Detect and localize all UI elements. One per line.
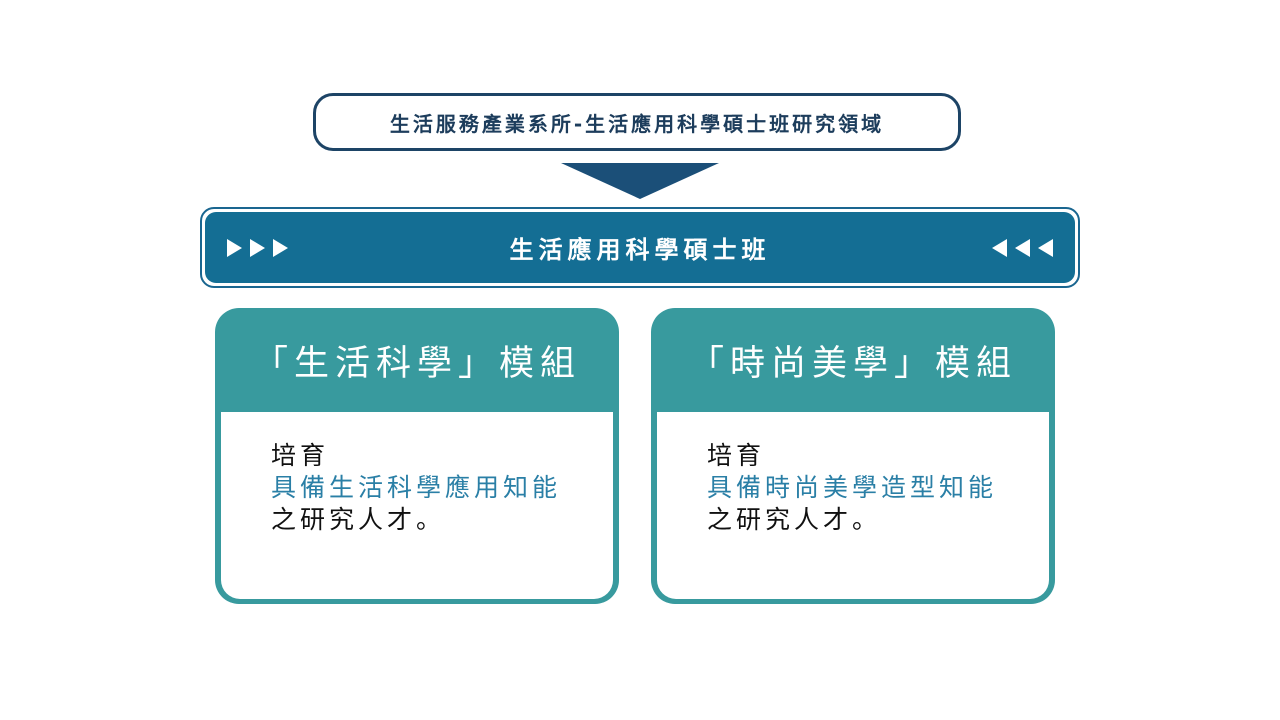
program-title: 生活應用科學碩士班	[509, 236, 771, 264]
description-line-1: 培育	[271, 441, 330, 470]
module-header: 「時尚美學」模組	[651, 308, 1055, 412]
research-field-title: 生活服務產業系所-生活應用科學碩士班研究領域	[389, 111, 885, 136]
module-fashion-aesthetics: 「時尚美學」模組 培育 具備時尚美學造型知能 之研究人才。	[651, 308, 1055, 604]
module-header: 「生活科學」模組	[215, 308, 619, 412]
module-life-science: 「生活科學」模組 培育 具備生活科學應用知能 之研究人才。	[215, 308, 619, 604]
description-line-3: 之研究人才。	[271, 505, 446, 534]
right-triangles-icon	[227, 238, 288, 257]
description-line-3: 之研究人才。	[707, 505, 882, 534]
module-body: 培育 具備時尚美學造型知能 之研究人才。	[657, 412, 1049, 599]
description-line-2: 具備時尚美學造型知能	[707, 473, 998, 502]
module-description: 培育 具備時尚美學造型知能 之研究人才。	[707, 440, 997, 536]
program-bar: 生活應用科學碩士班	[200, 207, 1080, 288]
program-bar-inner: 生活應用科學碩士班	[205, 212, 1075, 283]
module-description: 培育 具備生活科學應用知能 之研究人才。	[271, 440, 561, 536]
research-field-box: 生活服務產業系所-生活應用科學碩士班研究領域	[313, 93, 961, 151]
description-line-2: 具備生活科學應用知能	[271, 473, 562, 502]
description-line-1: 培育	[707, 441, 766, 470]
module-title: 「生活科學」模組	[252, 343, 581, 384]
down-arrow-icon	[561, 163, 719, 199]
left-triangles-icon	[992, 238, 1053, 257]
module-body: 培育 具備生活科學應用知能 之研究人才。	[221, 412, 613, 599]
module-title: 「時尚美學」模組	[688, 343, 1017, 384]
